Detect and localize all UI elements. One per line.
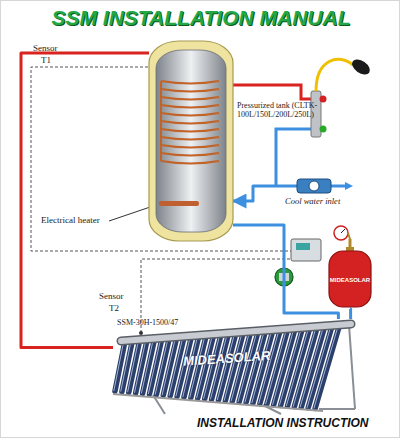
sensor-label: Sensor [33,43,58,53]
heat-exchanger-coil [161,129,219,132]
pressure-gauge [334,226,348,240]
water-meter-dial [309,181,319,191]
collector-support [319,408,355,410]
tank-label: Pressurized tank (CLTK-100L/150L/200L/25… [237,101,361,119]
heat-exchanger-coil [161,105,219,108]
collector-rail [113,394,323,411]
expansion-vessel-node: MIDEASOLAR [326,247,374,309]
inlet-pipe [331,185,347,188]
hot-pipe [233,85,313,99]
diagram-title: SSM INSTALLATION MANUAL [1,6,400,30]
heat-exchanger-coil [161,113,219,116]
solar-collector-shape [113,319,358,414]
solar-collector: SSM-30H-1500/47MIDEASOLAR [113,319,358,414]
heat-exchanger-coil [161,121,219,124]
circulation-pump [275,268,293,286]
heat-exchanger-coil [161,97,219,100]
sensor-point [139,331,143,335]
controller-display [296,243,310,250]
storage-tank-shape [149,41,233,241]
pipe-connector [349,309,353,319]
collector-support [349,325,355,409]
water-meter-body [297,179,331,193]
part-label: Electrical heater [41,215,100,225]
heat-exchanger-coil [161,153,219,156]
sensor-id: T2 [109,303,119,313]
controller-box [291,239,321,261]
shower-hose [316,59,353,91]
tank-insulation [149,41,233,241]
sensor-id: T1 [41,55,51,65]
shower-head [349,56,372,77]
heat-exchanger-coil [161,89,219,92]
cold-pipe [276,129,313,186]
diagram-caption: INSTALLATION INSTRUCTION [197,417,369,431]
vacuum-tube [315,325,340,408]
inlet-label: Cool water inlet [285,197,375,207]
water-meter: Cool water inlet [297,177,331,195]
gauge-pipe [348,233,350,239]
hot-tap [320,96,327,103]
heat-exchanger-coil [161,145,219,148]
tube-highlight [314,325,339,408]
heat-exchanger-coil [161,137,219,140]
gauge-pipe [349,239,352,248]
expansion-vessel [329,251,371,307]
model-number: SSM-30H-1500/47 [117,318,227,327]
pipe-connector [21,53,149,348]
gauge-needle [341,229,345,233]
pump-head [279,273,289,281]
sensor-label: Sensor [99,291,124,301]
pipe-connector [233,225,338,319]
cold-tap [320,126,327,133]
flow-arrow [345,182,353,190]
storage-tank: Pressurized tank (CLTK-100L/150L/200L/25… [149,41,233,241]
heat-exchanger-coil [161,81,219,84]
coil-pipe [160,81,162,161]
water-meter-shape [297,177,331,195]
tank-body [156,50,226,232]
heat-exchanger-coil [161,161,219,164]
vessel-brand: MIDEASOLAR [329,277,371,284]
electric-heater [159,201,199,206]
